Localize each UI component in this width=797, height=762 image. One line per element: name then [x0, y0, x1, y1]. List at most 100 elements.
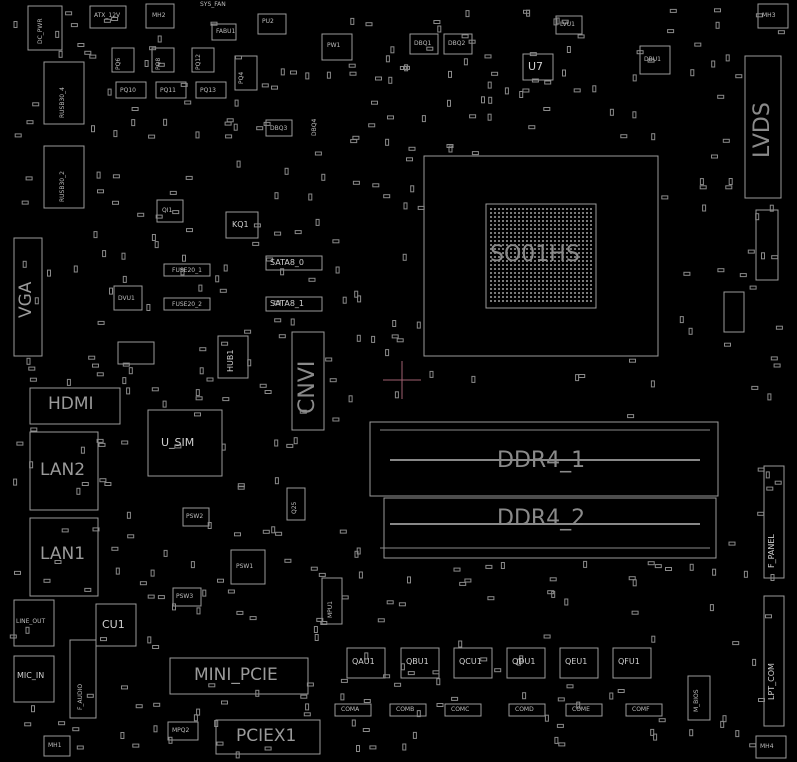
fabu1	[211, 23, 237, 41]
fuse-1-label: FUSE20_1	[172, 267, 202, 274]
dvu1-label: DVU1	[118, 295, 135, 302]
ddr4-2-label: DDR4_2	[497, 506, 586, 531]
mpq2-label: MPQ2	[172, 727, 190, 734]
usb3-2-connector	[43, 145, 85, 209]
sata-0	[265, 255, 323, 271]
usb3-4-connector	[43, 61, 85, 125]
mh4-label: MH4	[760, 743, 774, 750]
qi1-label: QI1	[162, 207, 173, 214]
lvds-connector	[744, 55, 782, 199]
u7-label: U7	[528, 60, 544, 73]
comf-label: COMF	[632, 706, 650, 713]
q25	[286, 487, 306, 521]
dbq1-top	[409, 33, 439, 55]
lan1-connector	[29, 517, 99, 597]
come	[565, 703, 603, 717]
lvu1-label: LVU1	[560, 21, 575, 28]
mpq2	[167, 721, 199, 741]
dbu1-label: DBU1	[644, 56, 661, 63]
comb-label: COMB	[396, 706, 415, 713]
f-audio-header	[69, 639, 97, 719]
mpu1	[321, 577, 343, 625]
cpu-socket-outline	[423, 155, 659, 357]
qbu1-label: QBU1	[406, 657, 429, 666]
right-chip	[723, 291, 745, 333]
qdu1-label: QDU1	[512, 657, 536, 666]
cu1-label: CU1	[102, 618, 125, 631]
cnvi-label: CNVI	[295, 360, 320, 414]
coma	[334, 703, 372, 717]
pq10-label: PQ10	[120, 87, 136, 94]
pw1	[321, 33, 353, 61]
pq8	[151, 47, 175, 73]
usb3-4-label: RUSB30_4	[59, 87, 66, 118]
lpt-com-header	[763, 595, 785, 727]
psw2	[182, 507, 210, 527]
qi1	[156, 199, 184, 223]
dbq2-label: DBQ2	[448, 40, 466, 47]
pq11	[155, 81, 187, 99]
pw1-label: PW1	[327, 42, 341, 49]
qfu1-label: QFU1	[618, 657, 640, 666]
pq12	[191, 47, 215, 73]
lan2-label: LAN2	[40, 460, 86, 480]
vga-label: VGA	[16, 281, 36, 318]
m-bios-label: M_BIOS	[693, 689, 700, 712]
cpu-die-outline	[485, 203, 597, 309]
comc	[444, 703, 482, 717]
u-sim-label: U_SIM	[161, 436, 195, 449]
sata-0-label: SATA8_0	[270, 258, 304, 267]
lan1-label: LAN1	[40, 544, 86, 564]
pq4	[234, 55, 258, 91]
ddr4-1-slot	[369, 421, 719, 497]
pciex1-label: PCIEX1	[236, 726, 297, 746]
cu1	[95, 603, 137, 647]
pq8-label: PQ8	[155, 57, 162, 70]
atx-12v-connector	[89, 5, 127, 29]
pq12-label: PQ12	[195, 54, 202, 70]
pu2	[257, 13, 287, 35]
dbq3-mid	[265, 119, 293, 137]
pq13-label: PQ13	[200, 87, 216, 94]
sys-fan-label: SYS_FAN	[200, 1, 226, 8]
qeu1-label: QEU1	[565, 657, 588, 666]
psw2-label: PSW2	[186, 513, 204, 520]
lvds-label: LVDS	[750, 102, 775, 158]
mh1-hole	[43, 735, 71, 757]
mpu1-label: MPU1	[327, 600, 334, 618]
passive-components	[9, 8, 785, 759]
psw1	[230, 549, 266, 585]
dbq4-label: DBQ4	[311, 118, 318, 136]
hmc-chip	[117, 341, 155, 365]
mini-pcie-label: MINI_PCIE	[194, 665, 278, 685]
qau1	[346, 647, 386, 679]
lan2-connector	[29, 431, 99, 511]
ddr-pins	[380, 429, 710, 549]
come-label: COME	[572, 706, 590, 713]
line-out-jack	[13, 599, 55, 647]
usb3-2-label: RUSB30_2	[59, 171, 66, 202]
qau1-label: QAU1	[352, 657, 375, 666]
qeu1	[559, 647, 599, 679]
psw1-label: PSW1	[236, 563, 254, 570]
kq1	[225, 211, 259, 239]
vga-connector	[13, 237, 43, 357]
f-audio-label: F_AUDIO	[77, 683, 84, 710]
pq6	[111, 47, 135, 73]
dbq1-label: DBQ1	[414, 40, 432, 47]
pciex1-slot	[215, 719, 321, 755]
mh2-hole	[145, 3, 175, 29]
f-panel-label: F_PANEL	[767, 534, 776, 568]
q25-label: Q25	[291, 501, 298, 514]
fuse-2	[163, 297, 211, 311]
hdmi-label: HDMI	[48, 394, 94, 414]
mic-in-label: MIC_IN	[17, 671, 45, 680]
so01hs-label: SO01HS	[490, 242, 580, 267]
dc-pwr-label: DC_PWR	[37, 18, 44, 44]
mh2-label: MH2	[152, 12, 166, 19]
dbu1	[639, 45, 671, 75]
crosshair-marker	[383, 361, 421, 399]
qbu1	[400, 647, 440, 679]
pq6-label: PQ6	[115, 57, 122, 70]
